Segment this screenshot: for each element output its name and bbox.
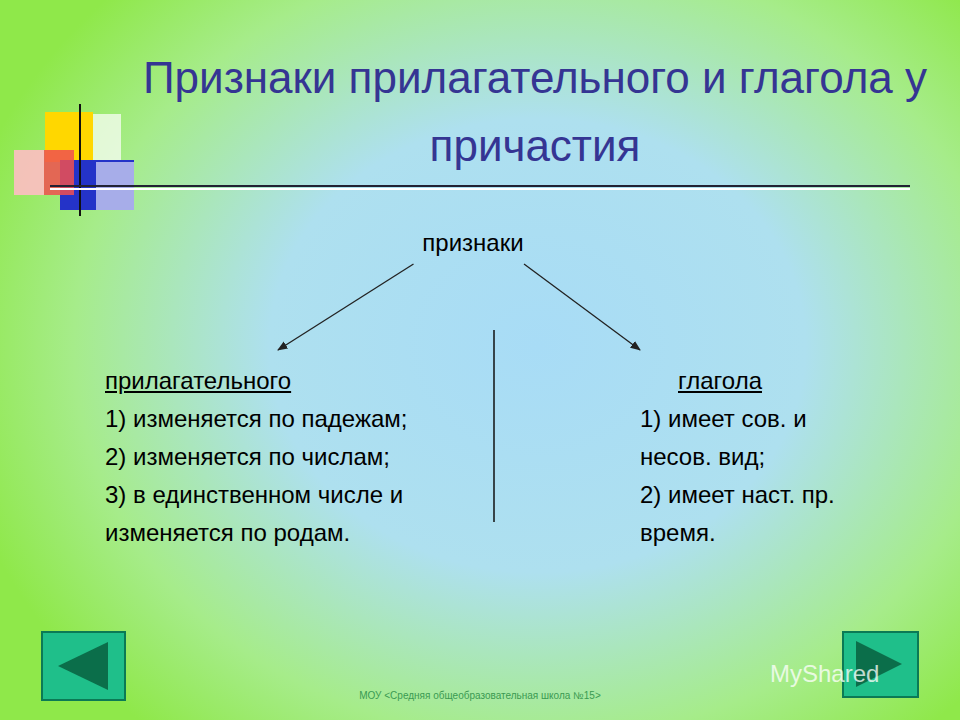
feature-column: глагола1) имеет сов. и несов. вид;2) име… [640, 362, 880, 552]
divider-line [493, 330, 495, 522]
deco-square [93, 114, 121, 160]
list-item: 1) изменяется по падежам; [105, 400, 505, 438]
list-item: 3) в единственном числе и изменяется по … [105, 476, 505, 552]
title-rule [50, 185, 910, 187]
arrow-connector [278, 264, 414, 350]
list-item: 1) имеет сов. и несов. вид; [640, 400, 876, 476]
title-rule [50, 188, 910, 190]
footer-note: МОУ <Средняя общеобразовательная школа №… [0, 690, 960, 701]
feature-column: прилагательного1) изменяется по падежам;… [105, 362, 505, 552]
root-node: признаки [388, 224, 558, 262]
watermark: MyShared [770, 660, 879, 688]
deco-square [14, 150, 44, 195]
slide-title: Признаки прилагательного и глагола у при… [130, 44, 940, 180]
nav-triangle [58, 642, 108, 690]
list-item: 2) имеет наст. пр. время. [640, 476, 876, 552]
list-item: 2) изменяется по числам; [105, 438, 505, 476]
node-text: признаки [388, 224, 558, 262]
deco-line [79, 104, 81, 216]
arrow-connector [524, 264, 640, 350]
nav-button [42, 632, 125, 700]
column-heading: прилагательного [105, 362, 505, 400]
column-heading: глагола [640, 362, 880, 400]
